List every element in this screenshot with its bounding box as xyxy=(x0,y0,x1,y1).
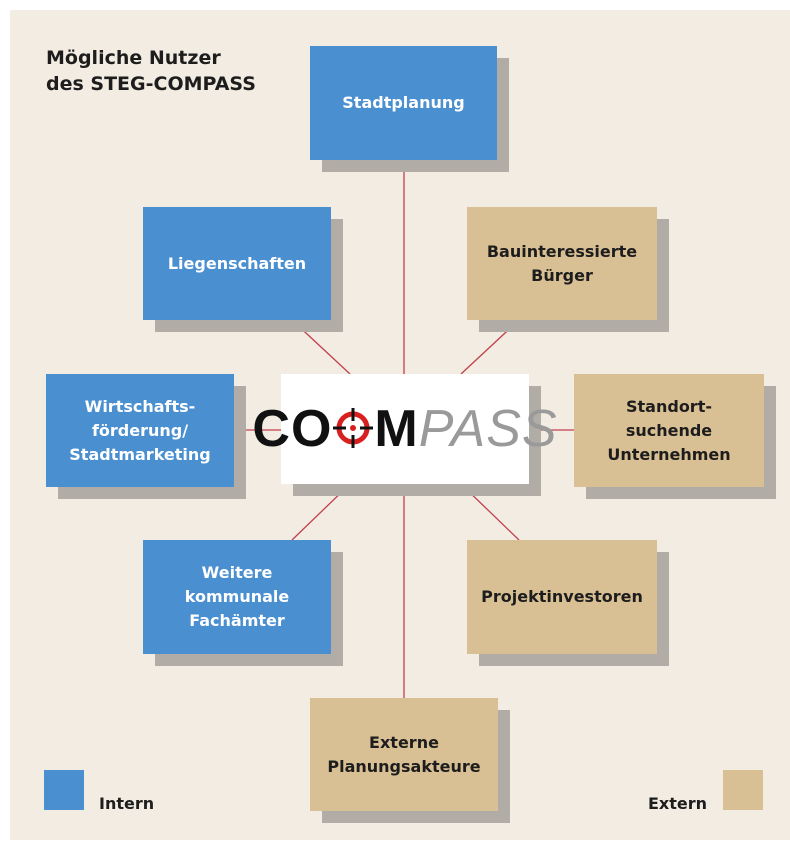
node-label: Projektinvestoren xyxy=(481,587,643,606)
logo-bold-end: M xyxy=(374,400,419,458)
legend-extern-swatch xyxy=(723,770,763,810)
node-label-line: Unternehmen xyxy=(607,444,731,464)
legend-extern-label: Extern xyxy=(648,794,708,813)
node-externe-planungsakteure: Externe Planungsakteure xyxy=(310,698,498,811)
page-title: Mögliche Nutzer des STEG-COMPASS xyxy=(46,45,256,97)
node-label-line: Wirtschafts- xyxy=(84,396,196,416)
node-label-line: Externe xyxy=(369,732,439,752)
node-label-line: suchende xyxy=(625,420,713,440)
compass-logo: CO MPASS xyxy=(252,403,557,455)
node-label-line: Bauinteressierte xyxy=(486,241,638,261)
title-line-2: des STEG-COMPASS xyxy=(46,73,256,95)
logo-prefix: CO xyxy=(252,400,333,458)
node-label-line: kommunale xyxy=(184,587,290,606)
connector-weitere xyxy=(291,483,351,541)
node-label-line: Standort- xyxy=(626,396,712,416)
connector-projekt xyxy=(460,483,520,541)
title-line-1: Mögliche Nutzer xyxy=(46,47,221,69)
node-label: Liegenschaften xyxy=(167,253,307,273)
crosshair-target-icon xyxy=(333,408,374,448)
node-label-line: Fachämter xyxy=(189,611,285,630)
node-standortsuchende-unternehmen: Standort- suchende Unternehmen xyxy=(574,374,764,487)
node-label-line: Bürger xyxy=(531,265,593,285)
node-label: Stadtplanung xyxy=(342,93,465,112)
node-weitere-fachaemter: Weitere kommunale Fachämter xyxy=(143,540,331,654)
node-projektinvestoren: Projektinvestoren xyxy=(467,540,657,654)
compass-logo-box: CO MPASS xyxy=(252,374,557,484)
legend-intern-label: Intern xyxy=(99,794,155,813)
node-wirtschaftsfoerderung: Wirtschafts- förderung/ Stadtmarketing xyxy=(46,374,234,487)
legend-intern-swatch xyxy=(44,770,84,810)
node-label-line: Weitere xyxy=(201,563,273,582)
node-label-line: Stadtmarketing xyxy=(69,444,211,464)
node-liegenschaften: Liegenschaften xyxy=(143,207,331,320)
node-stadtplanung: Stadtplanung xyxy=(310,46,497,160)
node-bauinteressierte-buerger: Bauinteressierte Bürger xyxy=(467,207,657,320)
connector-bauinteressierte xyxy=(460,319,520,375)
node-label-line: Planungsakteure xyxy=(327,756,481,776)
logo-suffix: PASS xyxy=(418,400,558,458)
node-label-line: förderung/ xyxy=(91,420,189,440)
connector-liegenschaften xyxy=(291,319,351,375)
